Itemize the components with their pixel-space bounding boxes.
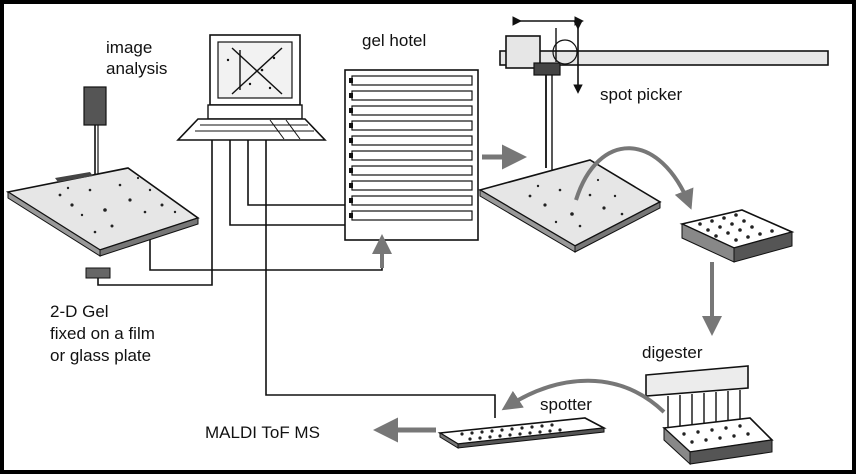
monitor-screen-image xyxy=(231,47,283,95)
computer-workstation xyxy=(176,34,327,141)
gel-spots xyxy=(58,176,177,234)
detector-block xyxy=(85,267,111,279)
label-2d-gel-line1: 2-D Gel xyxy=(50,302,109,321)
scanner-gel-assembly xyxy=(5,86,200,279)
picker-gel-plate xyxy=(477,159,662,253)
label-image-analysis-line2: analysis xyxy=(106,59,167,78)
well-plate xyxy=(679,209,795,263)
gel-hotel xyxy=(344,69,479,241)
label-digester: digester xyxy=(642,343,703,362)
arrow-digester-to-spotter xyxy=(501,378,666,414)
digester xyxy=(645,365,774,466)
arrow-gel-to-wellplate xyxy=(574,146,694,210)
label-2d-gel-line2: fixed on a film xyxy=(50,324,155,343)
camera-icon xyxy=(83,86,107,126)
label-spotter: spotter xyxy=(540,395,592,414)
maldi-target-plate xyxy=(437,417,607,449)
label-2d-gel-line3: or glass plate xyxy=(50,346,151,365)
label-image-analysis-line1: image xyxy=(106,38,152,57)
label-spot-picker: spot picker xyxy=(600,85,683,104)
digester-head xyxy=(645,365,749,397)
spot-picker xyxy=(499,16,829,190)
keyboard xyxy=(176,118,327,141)
label-gel-hotel: gel hotel xyxy=(362,31,426,50)
picker-carriage xyxy=(505,35,541,69)
label-maldi-tof-ms: MALDI ToF MS xyxy=(205,423,320,442)
